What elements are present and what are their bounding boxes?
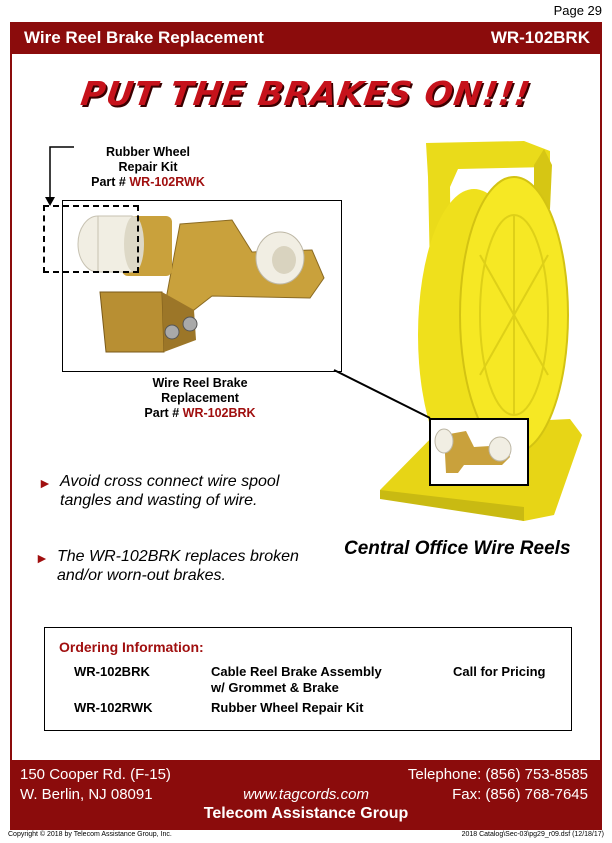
wheel-callout-part-prefix: Part # — [91, 175, 126, 189]
brake-callout-part-prefix: Part # — [144, 406, 180, 420]
bullet-line: tangles and wasting of wire. — [60, 492, 258, 509]
wheel-callout-line1: Rubber Wheel — [105, 145, 191, 159]
brake-callout-line1: Wire Reel Brake — [152, 376, 248, 390]
footer-fax: Fax: (856) 768-7645 — [452, 786, 588, 803]
footer-bar: 150 Cooper Rd. (F-15) W. Berlin, NJ 0809… — [10, 762, 602, 830]
bullet-line: and/or worn-out brakes. — [57, 567, 226, 584]
header-title: Wire Reel Brake Replacement — [24, 28, 264, 47]
headline: PUT THE BRAKES ON!!! — [78, 74, 534, 113]
content-frame — [10, 54, 602, 762]
wire-reel-photo — [380, 141, 582, 521]
wheel-callout-part: WR-102RWK — [129, 175, 205, 189]
bullet-line: Avoid cross connect wire spool — [60, 473, 280, 490]
copyright: Copyright © 2018 by Telecom Assistance G… — [8, 831, 172, 838]
bullet-item: ► The WR-102BRK replaces broken and/or w… — [35, 547, 357, 585]
footer-phone: Telephone: (856) 753-8585 — [407, 766, 588, 783]
brake-callout-line2: Replacement — [161, 391, 239, 405]
order-description: Rubber Wheel Repair Kit — [211, 700, 364, 715]
brake-photo — [62, 200, 342, 372]
order-part-number: WR-102BRK — [74, 664, 150, 679]
ordering-title: Ordering Information: — [59, 639, 204, 655]
footer-address-line1: 150 Cooper Rd. (F-15) — [20, 766, 171, 783]
page-number: Page 29 — [553, 3, 602, 18]
order-part-number: WR-102RWK — [74, 700, 153, 715]
order-description-line: w/ Grommet & Brake — [211, 680, 339, 695]
wheel-highlight-box — [43, 205, 139, 273]
catalog-reference: 2018 Catalog\Sec-03\pg29_r09.dsf (12/18/… — [461, 831, 604, 838]
arrow-down-icon — [45, 146, 74, 206]
wheel-kit-callout: Rubber Wheel Repair Kit Part # WR-102RWK — [88, 145, 208, 190]
order-description-line: Cable Reel Brake Assembly — [211, 664, 382, 679]
brake-callout-part: WR-102BRK — [182, 406, 256, 420]
reel-caption: Central Office Wire Reels — [344, 538, 571, 559]
connector-line — [333, 369, 431, 419]
header-bar: Wire Reel Brake Replacement WR-102BRK — [10, 22, 602, 54]
bullet-line: The WR-102BRK replaces broken — [57, 548, 299, 565]
footer-company: Telecom Assistance Group — [203, 805, 409, 822]
bullet-item: ► Avoid cross connect wire spool tangles… — [38, 472, 350, 510]
ordering-box — [44, 627, 572, 731]
order-price: Call for Pricing — [453, 664, 546, 679]
bullet-triangle-icon: ► — [38, 475, 52, 491]
footer-address-line2: W. Berlin, NJ 08091 — [20, 786, 153, 803]
bullet-triangle-icon: ► — [35, 550, 49, 566]
header-part-number: WR-102BRK — [490, 28, 590, 47]
order-description: Cable Reel Brake Assembly w/ Grommet & B… — [211, 664, 382, 696]
wheel-callout-line2: Repair Kit — [118, 160, 178, 174]
brake-callout: Wire Reel Brake Replacement Part # WR-10… — [130, 376, 270, 421]
footer-website-link[interactable]: www.tagcords.com — [243, 786, 369, 803]
